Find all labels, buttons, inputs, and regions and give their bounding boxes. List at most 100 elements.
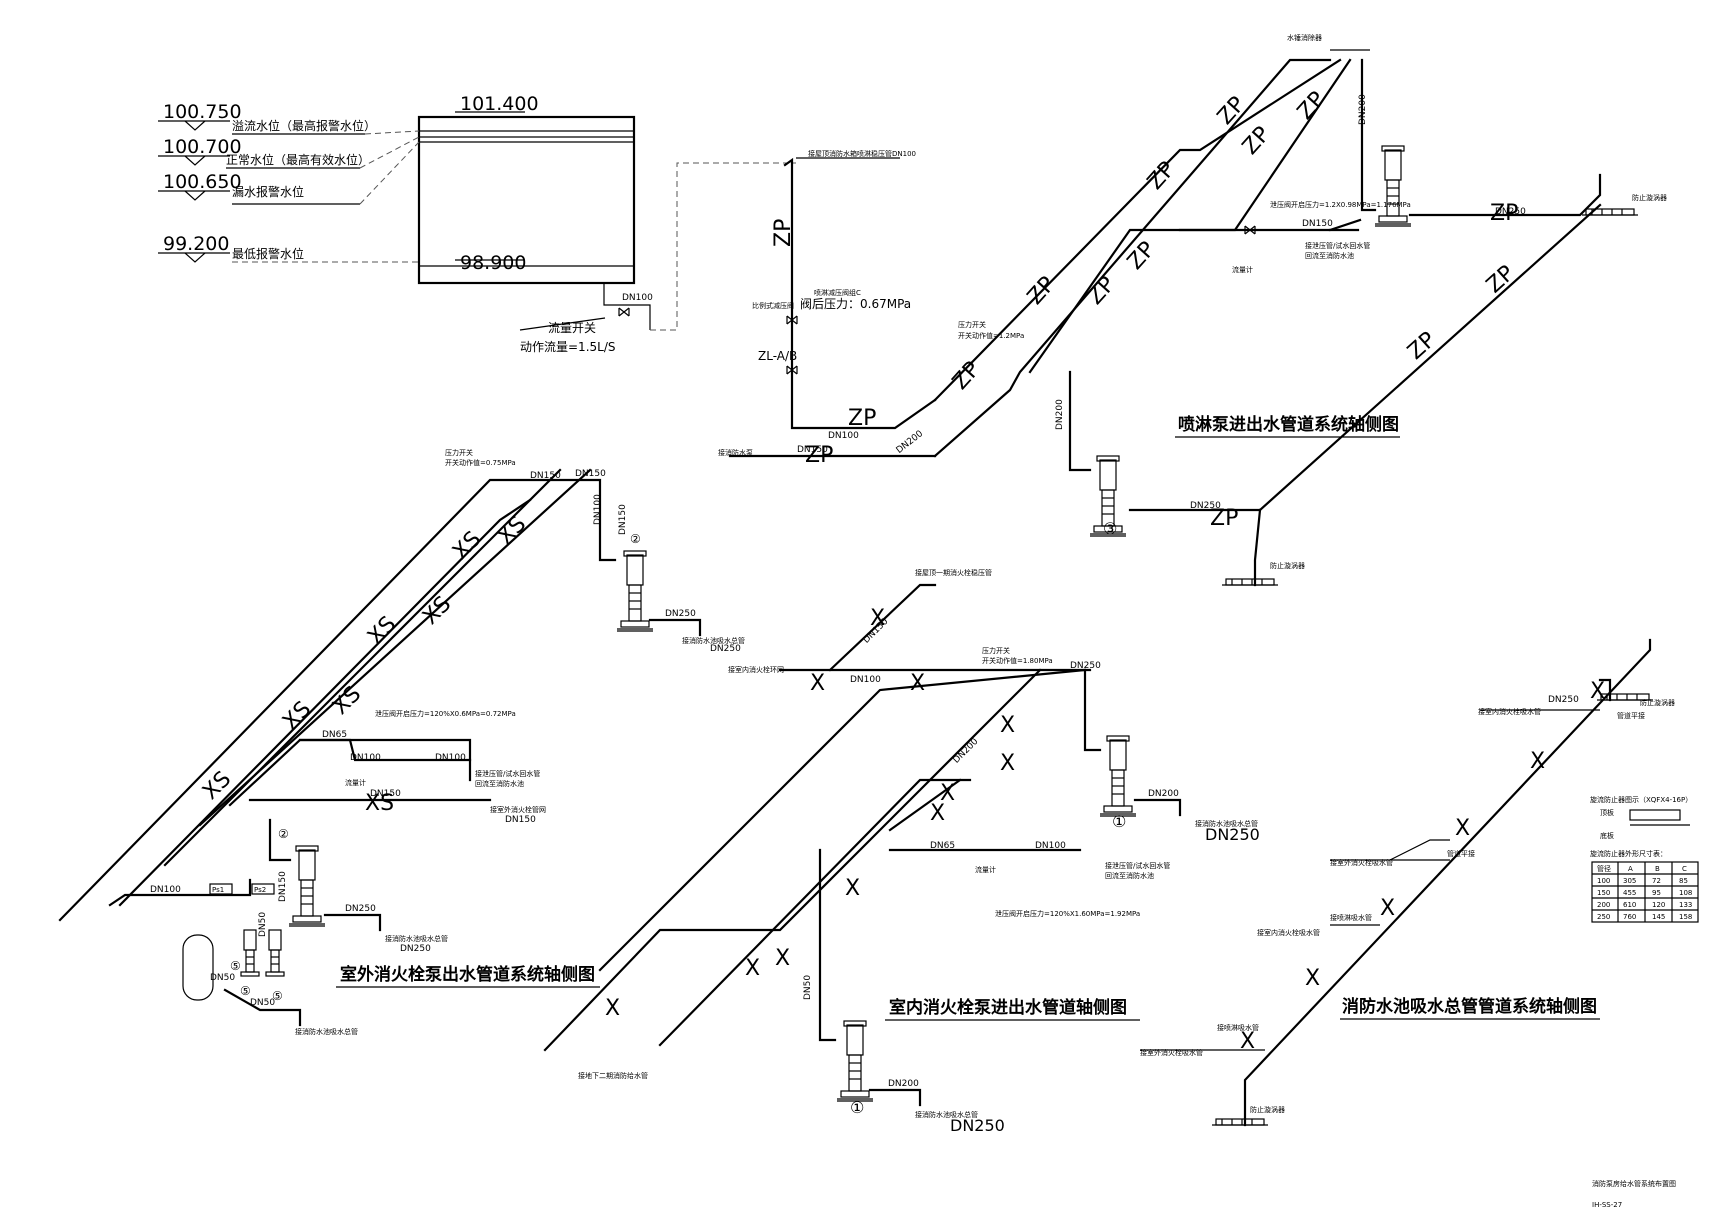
svg-text:150: 150	[1597, 889, 1610, 897]
legend: 旋流防止器图示（XQFX4-16P） 顶板 底板 旋流防止器外形尺寸表： 管径 …	[1590, 795, 1699, 923]
svg-text:流量计: 流量计	[975, 865, 996, 874]
svg-text:DN150: DN150	[618, 504, 628, 535]
svg-text:XS: XS	[363, 612, 401, 650]
svg-text:XS: XS	[278, 697, 316, 735]
sprinkler-inlet: 接屋顶消防水箱喷淋稳压管DN100 ZP 喷淋减压阀组C 比例式减压阀 阀后压力…	[718, 149, 1024, 468]
svg-text:回流至消防水池: 回流至消防水池	[475, 779, 524, 788]
svg-text:压力开关: 压力开关	[445, 448, 473, 457]
svg-text:⑤: ⑤	[230, 959, 241, 973]
svg-text:接屋顶一期消火栓稳压管: 接屋顶一期消火栓稳压管	[915, 568, 992, 577]
svg-text:760: 760	[1623, 913, 1636, 921]
svg-text:DN250: DN250	[400, 944, 431, 954]
svg-text:接消防水池吸水总管: 接消防水池吸水总管	[1195, 819, 1258, 828]
svg-text:DN50: DN50	[210, 973, 235, 983]
svg-text:接消防水池吸水总管: 接消防水池吸水总管	[682, 636, 745, 645]
svg-text:DN100: DN100	[435, 753, 466, 763]
svg-text:145: 145	[1652, 913, 1665, 921]
svg-text:ZP: ZP	[1293, 87, 1331, 125]
svg-text:610: 610	[1623, 901, 1636, 909]
svg-text:ZP: ZP	[771, 219, 796, 247]
svg-text:DN150: DN150	[530, 471, 561, 481]
svg-text:X: X	[775, 946, 790, 971]
svg-text:泄压阀开启压力=1.2X0.98MPa=1.176MPa: 泄压阀开启压力=1.2X0.98MPa=1.176MPa	[1270, 200, 1411, 209]
svg-text:Ps2: Ps2	[254, 886, 266, 894]
svg-text:DN250: DN250	[345, 904, 376, 914]
svg-text:管径: 管径	[1597, 864, 1611, 873]
svg-text:ZP: ZP	[1482, 261, 1520, 299]
svg-text:DN100: DN100	[593, 494, 603, 525]
svg-text:DN250: DN250	[1495, 207, 1526, 217]
svg-text:X: X	[1000, 751, 1015, 776]
svg-text:泄压阀开启压力=120%X0.6MPa=0.72MPa: 泄压阀开启压力=120%X0.6MPa=0.72MPa	[375, 709, 516, 718]
svg-text:正常水位（最高有效水位）: 正常水位（最高有效水位）	[226, 152, 370, 167]
svg-text:DN50: DN50	[803, 975, 813, 1000]
svg-text:DN100: DN100	[350, 753, 381, 763]
svg-text:100.650: 100.650	[163, 171, 242, 193]
svg-text:DN250: DN250	[665, 609, 696, 619]
svg-text:压力开关: 压力开关	[982, 646, 1010, 655]
svg-text:DN100: DN100	[850, 675, 881, 685]
svg-text:85: 85	[1679, 877, 1688, 885]
suction-main-title: 消防水池吸水总管管道系统轴侧图	[1342, 996, 1597, 1017]
svg-text:漏水报警水位: 漏水报警水位	[232, 184, 304, 199]
svg-text:ZP: ZP	[1083, 272, 1121, 310]
outdoor-hydrant: 压力开关 开关动作值=0.75MPa DN150 DN150 DN100 DN1…	[58, 448, 745, 1036]
svg-text:防止漩涡器: 防止漩涡器	[1640, 698, 1675, 707]
svg-text:X: X	[810, 671, 825, 696]
svg-text:X: X	[1305, 966, 1320, 991]
svg-text:顶板: 顶板	[1600, 808, 1614, 817]
tank-top-level: 101.400	[460, 93, 539, 115]
svg-text:管道平接: 管道平接	[1447, 849, 1475, 858]
level-100700: 100.700 正常水位（最高有效水位）	[158, 136, 420, 169]
svg-text:108: 108	[1679, 889, 1692, 897]
svg-text:DN200: DN200	[1148, 789, 1179, 799]
sprinkler-system: 水锤消除器 ③ DN200 DN200 DN250 DN150 防止漩涡器 泄压…	[933, 33, 1667, 587]
svg-text:DN250: DN250	[710, 644, 741, 654]
svg-text:DN50: DN50	[258, 912, 268, 937]
svg-text:开关动作值=1.2MPa: 开关动作值=1.2MPa	[958, 331, 1024, 340]
svg-text:X: X	[910, 671, 925, 696]
water-tank: 101.400 98.900 100.750 溢流水位（最高报警水位） 100.…	[158, 93, 796, 354]
svg-text:⑤: ⑤	[272, 989, 283, 1003]
svg-text:ZP: ZP	[805, 443, 833, 468]
svg-text:管道平接: 管道平接	[1617, 711, 1645, 720]
svg-text:305: 305	[1623, 877, 1636, 885]
svg-text:水锤消除器: 水锤消除器	[1287, 33, 1322, 42]
indoor-hydrant: 接屋顶一期消火栓稳压管 接室内消火栓环网 DN100 DN150 压力开关 开关…	[543, 568, 1260, 1135]
svg-text:接喷淋吸水管: 接喷淋吸水管	[1330, 913, 1372, 922]
svg-text:接室外消火栓吸水管: 接室外消火栓吸水管	[1140, 1048, 1203, 1057]
outdoor-hydrant-title: 室外消火栓泵出水管道系统轴侧图	[340, 964, 595, 985]
svg-text:120: 120	[1652, 901, 1665, 909]
svg-text:接消防水池吸水总管: 接消防水池吸水总管	[915, 1110, 978, 1119]
svg-text:XS: XS	[493, 512, 531, 550]
svg-text:开关动作值=0.75MPa: 开关动作值=0.75MPa	[445, 458, 516, 467]
svg-text:防止漩涡器: 防止漩涡器	[1250, 1105, 1285, 1114]
drawing-number: IH-SS-27	[1592, 1201, 1622, 1209]
svg-text:DN100: DN100	[622, 293, 653, 303]
svg-text:旋流防止器图示（XQFX4-16P）: 旋流防止器图示（XQFX4-16P）	[1590, 795, 1692, 804]
svg-text:接室外消火栓吸水管: 接室外消火栓吸水管	[1330, 858, 1393, 867]
svg-text:旋流防止器外形尺寸表：: 旋流防止器外形尺寸表：	[1590, 849, 1667, 858]
svg-text:DN100: DN100	[1035, 841, 1066, 851]
svg-text:Ps1: Ps1	[212, 886, 224, 894]
svg-text:接消防水池吸水总管: 接消防水池吸水总管	[385, 934, 448, 943]
svg-text:DN65: DN65	[322, 730, 347, 740]
svg-text:XS: XS	[448, 527, 486, 565]
svg-text:开关动作值=1.80MPa: 开关动作值=1.80MPa	[982, 656, 1053, 665]
svg-text:X: X	[930, 801, 945, 826]
svg-text:⑤: ⑤	[240, 984, 251, 998]
svg-text:DN200: DN200	[895, 429, 926, 456]
svg-text:ZP: ZP	[1238, 122, 1276, 160]
svg-text:DN150: DN150	[278, 871, 288, 902]
svg-text:ZP: ZP	[848, 406, 876, 431]
svg-text:DN150: DN150	[370, 789, 401, 799]
svg-text:X: X	[845, 876, 860, 901]
svg-text:DN250: DN250	[1070, 661, 1101, 671]
svg-text:X: X	[605, 996, 620, 1021]
svg-text:X: X	[745, 956, 760, 981]
svg-text:250: 250	[1597, 913, 1610, 921]
svg-text:X: X	[1590, 679, 1605, 704]
svg-text:DN150: DN150	[797, 445, 828, 455]
svg-text:①: ①	[1112, 812, 1126, 831]
